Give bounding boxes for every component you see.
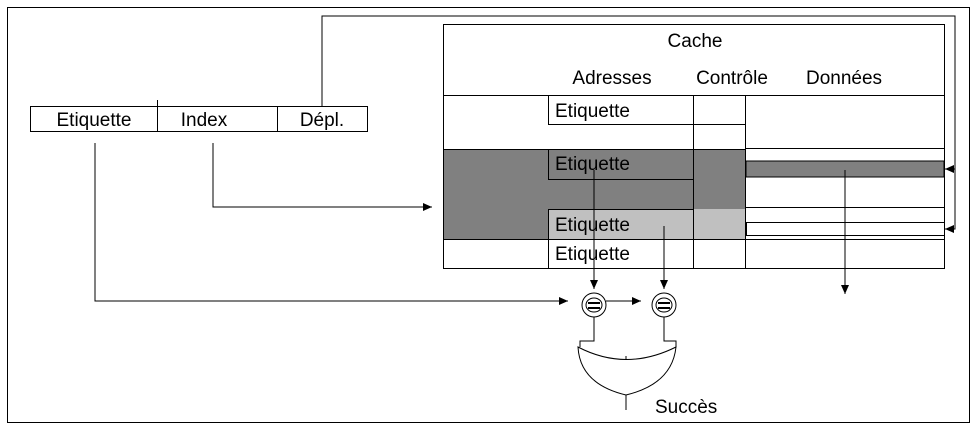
comparator-circle	[651, 292, 677, 318]
connections	[94, 15, 956, 410]
comparator	[651, 292, 677, 318]
comparator-inner	[585, 297, 603, 313]
cache-title: Cache	[668, 31, 723, 52]
cache-tag-entry: Etiquette	[555, 154, 630, 175]
address-entry-box	[548, 95, 694, 125]
comparator-circle	[581, 292, 607, 318]
address-entry-box	[548, 239, 694, 269]
comparator-inner	[655, 297, 673, 313]
comparator-output-line	[663, 317, 677, 347]
offset-arrow	[945, 169, 956, 233]
offset-arrow	[321, 15, 956, 173]
address-box	[30, 106, 368, 132]
address-offset-label: Dépl.	[300, 110, 344, 131]
address-entry-box	[548, 149, 694, 180]
address-index-label: Index	[181, 110, 228, 131]
or-gate	[577, 346, 677, 396]
comparator-output-line	[579, 317, 595, 347]
column-header-control: Contrôle	[696, 68, 768, 89]
cache: Cache Adresses Contrôle Données Etiquett…	[443, 24, 945, 269]
index-arrow	[212, 143, 432, 211]
success-label: Succès	[655, 397, 717, 418]
tag-arrow	[94, 143, 568, 305]
figure-border	[7, 7, 970, 423]
cache-tag-entry: Etiquette	[555, 244, 630, 265]
address-tag-label: Etiquette	[57, 110, 132, 131]
address-register: Etiquette Index Dépl.	[30, 100, 368, 132]
comparator	[581, 292, 607, 318]
cache-tag-entry: Etiquette	[555, 101, 630, 122]
selected-way-highlight	[548, 209, 745, 239]
column-header-data: Données	[806, 68, 882, 89]
column-header-addresses: Adresses	[572, 68, 651, 89]
cache-tag-entry: Etiquette	[555, 215, 630, 236]
